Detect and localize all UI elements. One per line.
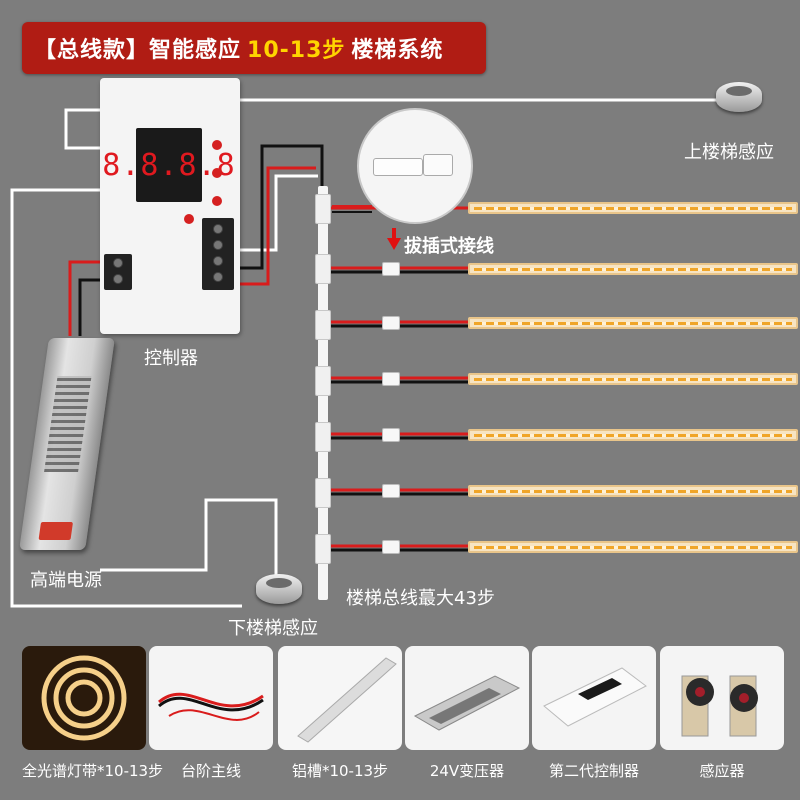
bus-node	[315, 310, 331, 340]
terminal-screw	[213, 224, 223, 234]
psu-grille	[44, 376, 92, 472]
terminal-screw	[213, 272, 223, 282]
terminal-screw	[213, 240, 223, 250]
input-terminal	[104, 254, 132, 290]
led-strip-reel-icon	[22, 646, 146, 750]
controller-button-sub	[212, 196, 222, 206]
power-supply-label: 高端电源	[30, 570, 102, 591]
bus-node	[315, 194, 331, 224]
led-strip	[468, 541, 798, 553]
title-part3: 楼梯系统	[351, 38, 444, 63]
plug-connector	[382, 540, 400, 554]
plug-connector	[382, 262, 400, 276]
bus-node	[315, 534, 331, 564]
plug-female	[423, 154, 453, 176]
product-item: 台阶主线	[149, 646, 273, 782]
product-caption: 铝槽*10-13步	[291, 762, 389, 780]
controller-button-add	[212, 140, 222, 150]
sensor-icon	[660, 646, 784, 750]
lower-sensor-icon	[256, 574, 302, 604]
bus-node	[315, 366, 331, 396]
led-strip	[468, 202, 798, 214]
led-strip	[468, 317, 798, 329]
product-item: 铝槽*10-13步	[278, 646, 402, 782]
plug-male	[373, 158, 423, 176]
led-strip	[468, 263, 798, 275]
product-item: 感应器	[660, 646, 784, 782]
plug-connector	[382, 484, 400, 498]
plug-connector	[382, 428, 400, 442]
product-caption: 感应器	[699, 762, 745, 780]
upper-sensor-icon	[716, 82, 762, 112]
bus-node	[315, 478, 331, 508]
bus-node	[315, 254, 331, 284]
product-caption: 台阶主线	[180, 762, 241, 780]
segment-display: 8.8.8.8	[102, 128, 235, 202]
controller-label: 控制器	[144, 348, 198, 369]
product-item: 第二代控制器	[532, 646, 656, 782]
lower-sensor-label: 下楼梯感应	[228, 618, 318, 639]
output-terminal	[202, 218, 234, 290]
psu-terminal	[38, 522, 74, 540]
title-part1: 【总线款】智能感应	[34, 38, 242, 63]
upper-sensor-label: 上楼梯感应	[684, 142, 774, 163]
led-strip	[468, 429, 798, 441]
terminal-screw	[113, 274, 123, 284]
product-caption: 全光谱灯带*10-13步	[22, 762, 164, 780]
stair-controller: 8.8.8.8	[100, 78, 240, 334]
plug-connector	[382, 372, 400, 386]
led-strip	[468, 373, 798, 385]
product-item: 24V变压器	[405, 646, 529, 782]
plug-connector-label: 拔插式接线	[404, 236, 494, 257]
arrow-down-icon	[387, 228, 401, 250]
title-highlight: 10-13步	[247, 38, 346, 63]
product-caption: 第二代控制器	[548, 762, 639, 780]
product-item: 全光谱灯带*10-13步	[22, 646, 164, 782]
terminal-screw	[113, 258, 123, 268]
plug-connector	[382, 316, 400, 330]
product-caption: 24V变压器	[429, 762, 505, 780]
product-list: 全光谱灯带*10-13步 台阶主线 铝槽*10-13步 24V变压器	[22, 646, 784, 782]
controller-button-ok	[184, 214, 194, 224]
cable-icon	[149, 646, 273, 750]
connector-zoom-detail	[357, 108, 473, 224]
led-strip	[468, 485, 798, 497]
controller-icon	[532, 646, 656, 750]
aluminum-channel-icon	[278, 646, 402, 750]
bus-max-label: 楼梯总线蕞大43步	[346, 588, 495, 609]
controller-button-set	[212, 168, 222, 178]
title-banner: 【总线款】智能感应 10-13步 楼梯系统	[22, 22, 486, 74]
terminal-screw	[213, 256, 223, 266]
transformer-icon	[405, 646, 529, 750]
bus-node	[315, 422, 331, 452]
